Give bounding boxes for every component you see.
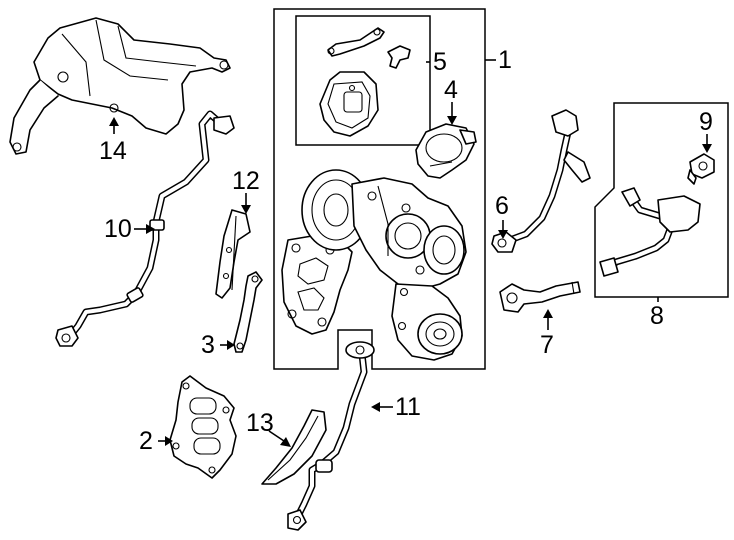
- callout-3: 3: [201, 331, 215, 359]
- callout-5: 5: [433, 48, 447, 76]
- callout-11: 11: [395, 393, 421, 421]
- callout-9: 9: [699, 108, 713, 136]
- callout-1: 1: [498, 46, 512, 74]
- callout-13: 13: [246, 409, 274, 437]
- assembly-1-frame: [273, 8, 486, 370]
- heat-shield-part-13: [261, 409, 327, 485]
- oil-feed-line-part-10: [55, 110, 235, 347]
- callout-6: 6: [495, 192, 509, 220]
- heat-shield-part-14: [9, 17, 231, 155]
- callout-12: 12: [232, 167, 260, 195]
- assembly-8-frame: [594, 102, 729, 298]
- stud-part-3: [233, 271, 263, 353]
- bracket-part-12: [215, 209, 251, 299]
- leader-lines: [109, 59, 712, 447]
- wastegate-actuator-part-4: [415, 123, 477, 179]
- gasket-part-2: [169, 375, 237, 479]
- callout-8: 8: [650, 302, 664, 330]
- coolant-hose-part-8: [599, 187, 701, 277]
- coolant-pipe-part-7: [499, 281, 581, 313]
- oil-return-line-part-11: [287, 341, 375, 531]
- callout-14: 14: [99, 137, 127, 165]
- callout-10: 10: [104, 215, 132, 243]
- callout-7: 7: [540, 331, 554, 359]
- subassembly-5-frame: [295, 15, 431, 146]
- callout-2: 2: [139, 427, 153, 455]
- hose-connector-part-9: [687, 153, 715, 185]
- turbocharger-part-1: [281, 169, 467, 361]
- actuator-kit-part-5: [319, 27, 411, 137]
- callout-4: 4: [444, 76, 458, 104]
